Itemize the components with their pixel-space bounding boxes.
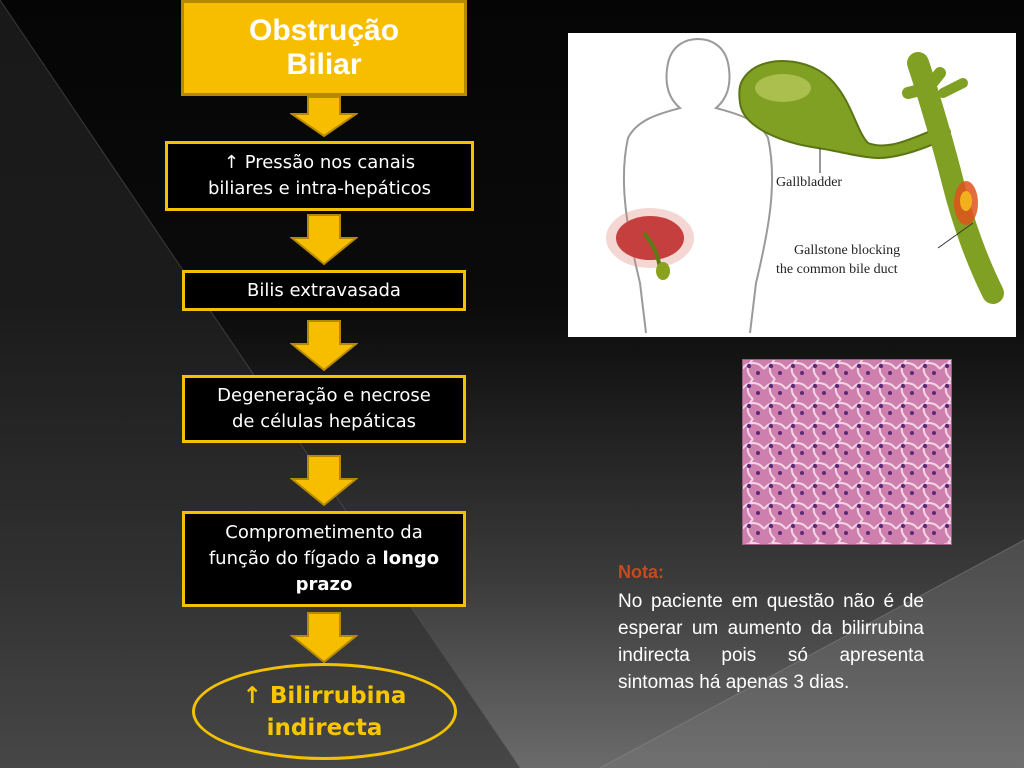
liver-histology-image [741, 358, 953, 546]
step1-line-2: biliares e intra-hepáticos [207, 178, 432, 199]
step3-line-2: de células hepáticas [231, 411, 417, 432]
result-line-2: indirecta [266, 714, 383, 741]
note-label: Nota: [618, 562, 664, 582]
step-bilis-extravasada: Bilis extravasada [182, 270, 466, 311]
gallbladder-anatomy-image: Gallbladder Gallstone blocking the commo… [606, 37, 1004, 334]
down-arrow-icon [290, 612, 358, 664]
step4-line-3-bold: prazo [295, 574, 353, 595]
title-line-2: Biliar [286, 48, 362, 81]
step4-line-2-text: função do fígado a [208, 548, 383, 569]
down-arrow-icon [290, 96, 358, 138]
down-arrow-icon [290, 320, 358, 372]
step-degeneracao-necrose: Degeneração e necrose de células hepátic… [182, 375, 466, 443]
step1-line-1: ↑ Pressão nos canais [223, 152, 416, 173]
label-gallstone-line-2: the common bile duct [776, 262, 898, 277]
label-gallstone-line-1: Gallstone blocking [794, 243, 900, 258]
step2-text: Bilis extravasada [247, 279, 401, 301]
label-gallbladder: Gallbladder [776, 175, 842, 190]
note-text: No paciente em questão não é de esperar … [618, 591, 924, 693]
title-line-1: Obstrução [248, 14, 400, 47]
step-comprometimento-funcao: Comprometimento da função do fígado a lo… [182, 511, 466, 607]
step3-line-1: Degeneração e necrose [217, 385, 431, 406]
step4-line-1: Comprometimento da [225, 522, 423, 543]
histology-texture [741, 358, 953, 546]
down-arrow-icon [290, 214, 358, 266]
title-box-obstrucao-biliar: Obstrução Biliar [181, 0, 467, 96]
step4-line-2-bold: longo [382, 548, 440, 569]
down-arrow-icon [290, 455, 358, 507]
step-pressao-canais: ↑ Pressão nos canais biliares e intra-he… [165, 141, 474, 211]
anatomy-illustration: Gallbladder Gallstone blocking the commo… [568, 33, 1016, 337]
step4-line-2: função do fígado a longo [209, 546, 439, 572]
result-line-1: ↑ Bilirrubina [242, 682, 407, 709]
result-bilirrubina-indirecta: ↑ Bilirrubina indirecta [192, 663, 457, 760]
